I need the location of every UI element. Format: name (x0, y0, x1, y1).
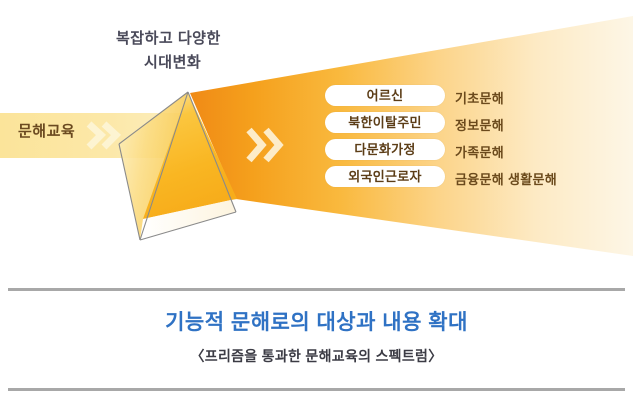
content-label: 기초문해 (455, 91, 505, 106)
headline-line-1: 복잡하고 다양한 (116, 30, 221, 47)
content-label: 정보문해 (455, 118, 505, 133)
target-pill-label: 어르신 (366, 88, 404, 103)
target-pill-label: 외국인근로자 (348, 169, 422, 184)
diagram-canvas (0, 16, 633, 256)
input-banner-label: 문해교육 (18, 123, 76, 140)
spectrum-arrow-icon (246, 127, 284, 163)
headline-line-2: 시대변화 (144, 54, 202, 71)
prism-diagram: 복잡하고 다양한 시대변화 문해교육 어르신 기초문해 북한이탈주민 정보문해 … (0, 16, 633, 256)
target-pill: 외국인근로자 (325, 166, 445, 187)
input-arrow-icon (86, 121, 122, 150)
target-pill: 북한이탈주민 (325, 112, 445, 133)
divider-top (8, 288, 625, 291)
divider-bottom (8, 388, 625, 391)
caption-subtitle: 〈프리즘을 통과한 문해교육의 스펙트럼〉 (190, 348, 443, 364)
content-label: 가족문해 (455, 145, 505, 160)
target-pill-label: 북한이탈주민 (348, 115, 422, 130)
target-pill: 다문화가정 (325, 139, 445, 160)
prism-shape (118, 91, 237, 241)
content-label: 금융문해 생활문해 (455, 172, 557, 187)
caption-title: 기능적 문해로의 대상과 내용 확대 (165, 311, 468, 334)
target-pill-label: 다문화가정 (354, 142, 416, 157)
spectrum-beam (190, 16, 633, 256)
target-pill: 어르신 (325, 85, 445, 106)
